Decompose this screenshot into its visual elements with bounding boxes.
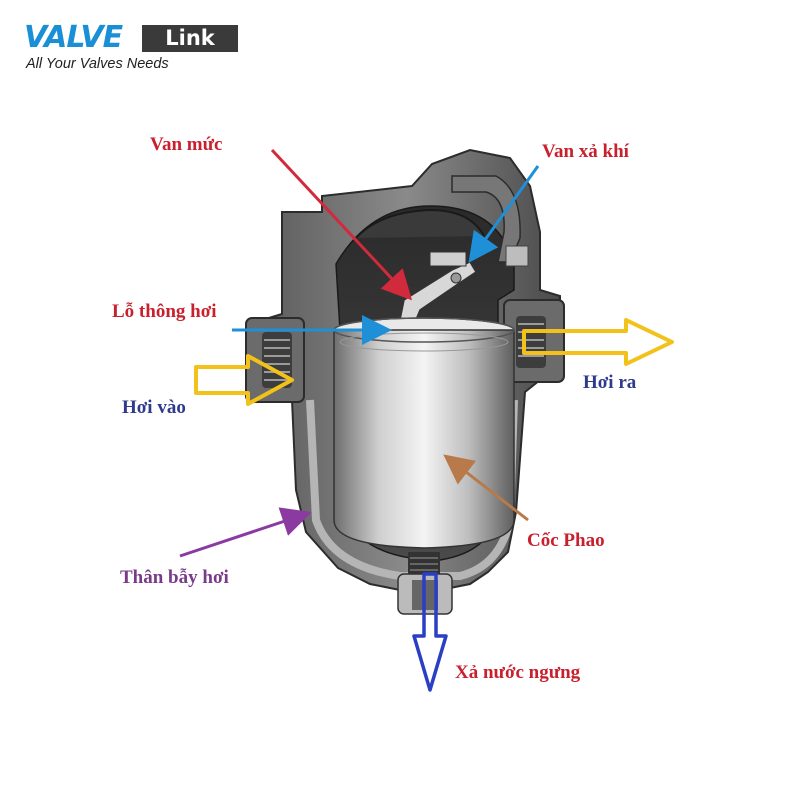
- logo-valve-text: VALVE: [24, 20, 123, 55]
- float-bucket-label: Cốc Phao: [527, 530, 605, 551]
- level-valve-pointer: [270, 148, 413, 301]
- vent-hole-label: Lỗ thông hơi: [112, 301, 217, 322]
- trap-body-label: Thân bẫy hơi: [120, 567, 229, 588]
- steam-in-arrow: [194, 354, 294, 406]
- logo-link-box: Link: [142, 25, 238, 52]
- steam-out-arrow: [522, 318, 674, 366]
- condensate-drain-arrow: [412, 572, 448, 692]
- level-valve-label: Van mức: [150, 134, 223, 155]
- steam-in-label: Hơi vào: [122, 397, 186, 418]
- air-vent-pointer: [468, 165, 540, 263]
- steam-out-label: Hơi ra: [583, 372, 637, 393]
- air-vent-label: Van xả khí: [542, 141, 629, 162]
- float-bucket-pointer: [443, 454, 529, 522]
- logo-tagline: All Your Valves Needs: [26, 56, 169, 72]
- float-bucket-shape: [333, 329, 515, 549]
- valvelink-logo: VALVE Link All Your Valves Needs: [24, 20, 238, 78]
- trap-body-pointer: [179, 507, 312, 558]
- condensate-drain-label: Xả nước ngưng: [455, 662, 581, 683]
